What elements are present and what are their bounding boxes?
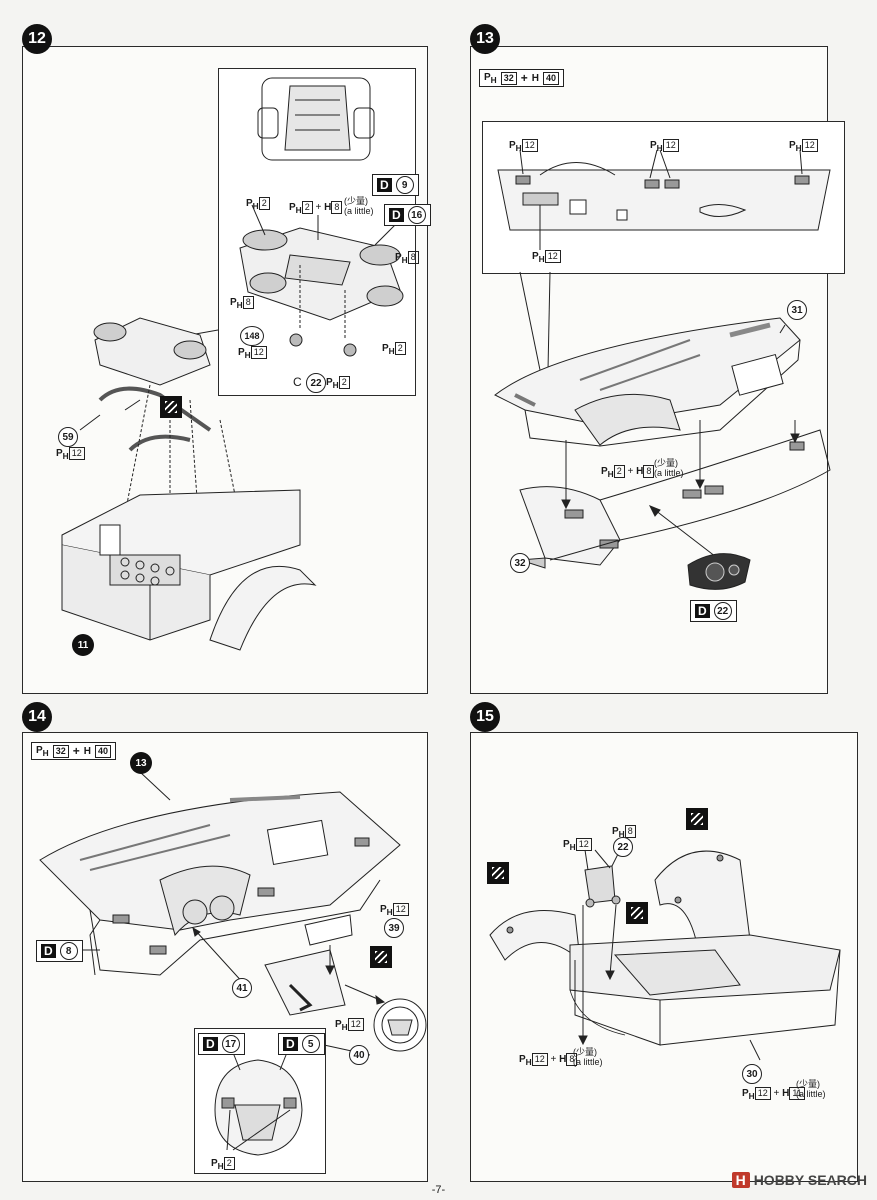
- part-40: 40: [349, 1045, 369, 1065]
- step-12-d16-tag: D 16: [384, 204, 431, 226]
- part-31: 31: [787, 300, 807, 320]
- paint-plus: +: [72, 744, 80, 758]
- black-paint-icon: [160, 396, 182, 418]
- little-note-13: (少量) (a little): [654, 458, 684, 479]
- step-15-badge: 15: [470, 702, 500, 732]
- part-11: 11: [72, 634, 94, 656]
- part-59: 59: [58, 427, 78, 447]
- decal-number: 17: [221, 1035, 240, 1053]
- decal-number: 8: [59, 942, 78, 960]
- part-22: 22: [613, 837, 633, 857]
- part-13: 13: [130, 752, 152, 774]
- black-paint-icon: [686, 808, 708, 830]
- page-number: -7-: [431, 1184, 446, 1196]
- decal-letter: D: [283, 1037, 298, 1051]
- step-13-badge: 13: [470, 24, 500, 54]
- little-en: (a little): [344, 205, 374, 216]
- decal-number: 22: [713, 602, 732, 620]
- part-30: 30: [742, 1064, 762, 1084]
- little-note-15a: (少量) (a little): [573, 1047, 603, 1068]
- black-paint-icon: [370, 946, 392, 968]
- decal-number: 9: [395, 176, 414, 194]
- decal-letter: D: [695, 604, 710, 618]
- step-13-d22-tag: D 22: [690, 600, 737, 622]
- step-12-badge: 12: [22, 24, 52, 54]
- watermark-mark: H: [731, 1172, 750, 1188]
- little-en: (a little): [796, 1088, 826, 1099]
- little-jp: (少量): [573, 1047, 597, 1057]
- step-12-d9-tag: D 9: [372, 174, 419, 196]
- little-en: (a little): [573, 1056, 603, 1067]
- little-en: (a little): [654, 467, 684, 478]
- paint-b: 40: [542, 71, 559, 85]
- step-14-d8-tag: D 8: [36, 940, 83, 962]
- paint-a: 32: [52, 744, 69, 758]
- decal-letter: D: [41, 944, 56, 958]
- little-jp: (少量): [654, 458, 678, 468]
- decal-number: 5: [301, 1035, 320, 1053]
- part-22: 22: [306, 373, 326, 393]
- decal-letter: D: [377, 178, 392, 192]
- watermark-text: HOBBY SEARCH: [753, 1172, 867, 1188]
- paint-b: 40: [94, 744, 111, 758]
- part-32: 32: [510, 553, 530, 573]
- paint-a: 32: [500, 71, 517, 85]
- decal-letter: D: [203, 1037, 218, 1051]
- step-14-d5-tag: D 5: [278, 1033, 325, 1055]
- little-jp: (少量): [344, 196, 368, 206]
- step-14-badge: 14: [22, 702, 52, 732]
- part-148: 148: [240, 326, 264, 346]
- little-note: (少量) (a little): [344, 196, 374, 217]
- black-paint-icon: [626, 902, 648, 924]
- decal-letter: D: [389, 208, 404, 222]
- part-c-label: C: [293, 375, 302, 389]
- decal-number: 16: [407, 206, 426, 224]
- step-14-d17-tag: D 17: [198, 1033, 245, 1055]
- part-39: 39: [384, 918, 404, 938]
- little-note-15b: (少量) (a little): [796, 1079, 826, 1100]
- black-paint-icon: [487, 862, 509, 884]
- little-jp: (少量): [796, 1079, 820, 1089]
- paint-plus: +: [520, 71, 528, 85]
- part-41: 41: [232, 978, 252, 998]
